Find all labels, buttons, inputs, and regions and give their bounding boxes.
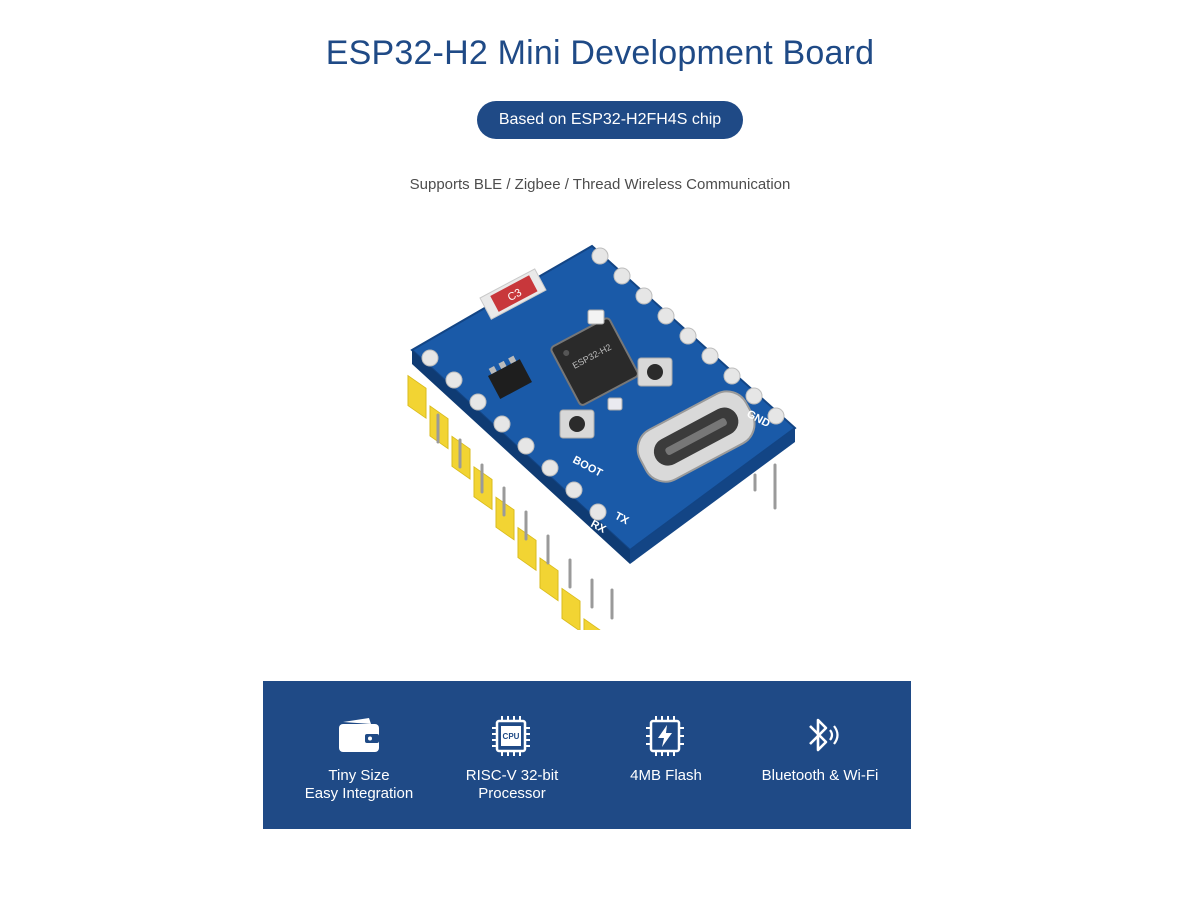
- feature-flash: 4MB Flash: [585, 681, 747, 829]
- reset-button-component: [637, 357, 673, 387]
- product-image: C3 ESP32-H2: [400, 230, 820, 663]
- cpu-icon: CPU: [488, 714, 536, 758]
- page-subtitle: Supports BLE / Zigbee / Thread Wireless …: [409, 176, 791, 193]
- feature-label-line1: 4MB Flash: [630, 767, 702, 784]
- feature-risc-v: CPU RISC-V 32-bit Processor: [431, 681, 593, 829]
- bluetooth-icon: [796, 714, 844, 758]
- cpu-icon-text: CPU: [503, 732, 520, 741]
- feature-bar: Tiny Size Easy Integration CPU: [263, 681, 911, 829]
- feature-label-line1: Bluetooth & Wi-Fi: [761, 767, 879, 784]
- antenna-label: C3: [506, 287, 524, 304]
- feature-label-line1: RISC-V 32-bit: [465, 767, 559, 784]
- antenna: C3: [479, 268, 547, 320]
- feature-tiny-size: Tiny Size Easy Integration: [278, 681, 440, 829]
- feature-wireless: Bluetooth & Wi-Fi: [739, 681, 901, 829]
- page-title: ESP32-H2 Mini Development Board: [325, 34, 875, 72]
- feature-label-line2: Easy Integration: [304, 785, 414, 802]
- feature-label-line1: Tiny Size: [328, 767, 390, 784]
- dev-board-illustration: C3 ESP32-H2: [407, 244, 797, 663]
- boot-button-component: [559, 409, 595, 439]
- usb-c-port: [636, 390, 756, 483]
- left-pin-header: [407, 374, 603, 663]
- feature-label-line2: Processor: [478, 785, 546, 802]
- regulator: [488, 355, 532, 399]
- main-chip: ESP32-H2: [550, 317, 639, 406]
- edge-pads: [421, 247, 785, 521]
- wallet-icon: [335, 714, 383, 758]
- metal-pins: [436, 413, 777, 620]
- flash-icon: [642, 714, 690, 758]
- chip-badge: Based on ESP32-H2FH4S chip: [477, 101, 743, 139]
